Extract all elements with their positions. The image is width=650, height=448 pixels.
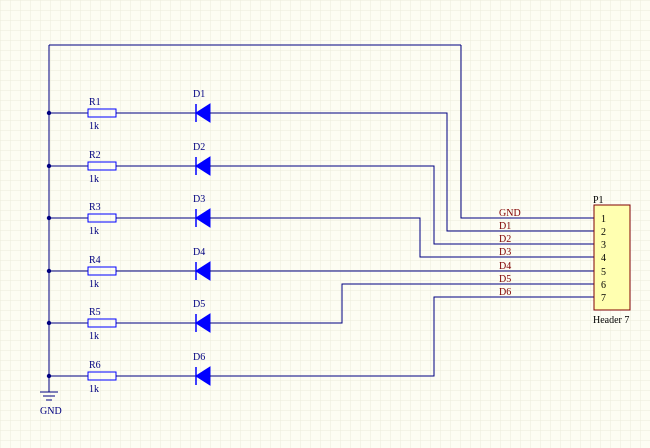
diode-ref: D2 <box>193 142 205 153</box>
header-pin-number: 3 <box>601 240 606 251</box>
net-label: GND <box>499 208 521 219</box>
header-pin-number: 5 <box>601 267 606 278</box>
net-label: D6 <box>499 287 511 298</box>
diode-return-wire <box>210 217 594 258</box>
resistor-value: 1k <box>89 279 99 290</box>
resistor-ref: R2 <box>89 150 101 161</box>
diode-ref: D3 <box>193 194 205 205</box>
diode-return-wire <box>210 112 594 232</box>
diode-return-wire <box>210 296 594 377</box>
ground-label: GND <box>40 406 62 417</box>
header-pin-number: 2 <box>601 227 606 238</box>
resistor-value: 1k <box>89 226 99 237</box>
resistor-ref: R4 <box>89 255 101 266</box>
resistor-value: 1k <box>89 174 99 185</box>
resistor-ref: R6 <box>89 360 101 371</box>
resistor-ref: R1 <box>89 97 101 108</box>
diode-return-wire <box>210 283 594 324</box>
gnd-net-wire <box>460 45 594 219</box>
header-pin-number: 4 <box>601 253 606 264</box>
resistor-ref: R5 <box>89 307 101 318</box>
diode-ref: D5 <box>193 299 205 310</box>
ground-symbol <box>40 391 58 401</box>
resistor-value: 1k <box>89 331 99 342</box>
header-pin-number: 7 <box>601 293 606 304</box>
resistor-value: 1k <box>89 384 99 395</box>
diode-return-wire <box>210 165 594 245</box>
header-pin-number: 6 <box>601 280 606 291</box>
diode-ref: D1 <box>193 89 205 100</box>
resistor-value: 1k <box>89 121 99 132</box>
net-label: D4 <box>499 261 511 272</box>
net-label: D2 <box>499 234 511 245</box>
header-p1[interactable]: P1 Header 7 1 GND 2 D1 3 D2 4 D3 5 D4 6 D5 7 D6 <box>499 195 631 326</box>
row-5: R5 1k D5 <box>46 283 594 342</box>
net-label: D5 <box>499 274 511 285</box>
diode-ref: D6 <box>193 352 205 363</box>
header-body <box>593 204 631 311</box>
net-label: D3 <box>499 247 511 258</box>
header-ref: P1 <box>593 195 604 206</box>
net-label: D1 <box>499 221 511 232</box>
row-4: R4 1k D4 <box>46 247 594 290</box>
resistor-ref: R3 <box>89 202 101 213</box>
header-pin-number: 1 <box>601 214 606 225</box>
diode-ref: D4 <box>193 247 205 258</box>
header-pins: 1 GND 2 D1 3 D2 4 D3 5 D4 6 D5 7 D6 <box>499 208 606 304</box>
header-name: Header 7 <box>593 315 629 326</box>
